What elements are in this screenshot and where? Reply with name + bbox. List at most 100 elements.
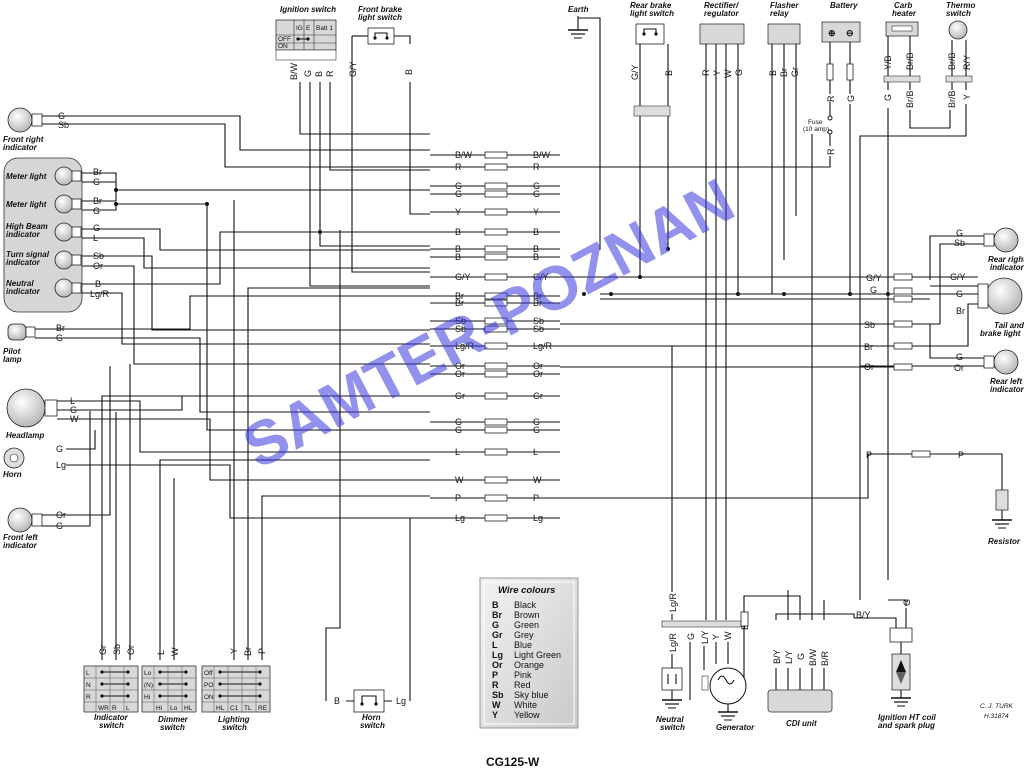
- flasher-label-2: relay: [770, 9, 789, 18]
- wire-label: G: [883, 94, 893, 101]
- connector-icon: [484, 208, 508, 216]
- cdi-unit: B/Y L/Y G B/W B/R CDI unit: [767, 134, 855, 728]
- switch-row-label: PO: [204, 682, 213, 689]
- wire-label: Or: [126, 645, 136, 655]
- horn-label: Horn: [3, 470, 22, 479]
- tail-brake-light: G/Y G Br Tail and brake light: [860, 272, 1024, 347]
- bus-label-left: G/Y: [455, 272, 471, 282]
- bulb-icon: [7, 323, 27, 341]
- bus-label-left: Y: [455, 207, 461, 217]
- bus-label-right: Br: [533, 291, 542, 301]
- carb-heater-label: Carb: [894, 1, 912, 10]
- legend-colour-name: Light Green: [514, 650, 561, 660]
- bulb-icon: [7, 107, 33, 133]
- ign-col-batt: Batt 1: [316, 25, 333, 32]
- bus-label-right: Sb: [533, 324, 544, 334]
- ignition-ht-coil: B/Y G Ignition HT coil and spark plug: [854, 599, 937, 730]
- bus-label-left: G: [455, 425, 462, 435]
- generator-label: Generator: [716, 723, 755, 732]
- wire-label: Y: [962, 94, 972, 100]
- ignition-switch-label: Ignition switch: [280, 5, 336, 14]
- legend-code: P: [492, 670, 498, 680]
- rear-right-indicator: G Sb Rear right indicator: [929, 227, 1024, 324]
- wire-label: L/Y: [700, 630, 710, 644]
- legend-code: W: [492, 700, 501, 710]
- battery-icon: [821, 21, 861, 43]
- tail-brake-label-2: brake light: [980, 329, 1021, 338]
- bus-label-left: Sb: [455, 316, 466, 326]
- bus-label-right: P: [533, 493, 539, 503]
- bus-label-left: Lg/R: [455, 341, 475, 351]
- junction-dots: [114, 188, 890, 296]
- switch-col-label: L: [126, 705, 130, 712]
- legend-colour-name: Yellow: [514, 710, 540, 720]
- legend-colour-name: Brown: [514, 610, 540, 620]
- neutral-switch-label: Neutral: [656, 715, 684, 724]
- bus-label-right: B: [533, 252, 539, 262]
- bus-label-right: G: [533, 417, 540, 427]
- headlamp-bulb-icon: [6, 388, 46, 428]
- wire-label: B/R: [820, 650, 830, 666]
- wire-label: G/Y: [348, 61, 358, 77]
- legend-code: R: [492, 680, 499, 690]
- cdi-unit-label: CDI unit: [786, 719, 817, 728]
- bus-label-right: G/Y: [533, 272, 549, 282]
- wire-label: B/W: [289, 62, 299, 80]
- wire-label: Br: [864, 342, 873, 352]
- bus-label-left: B: [455, 252, 461, 262]
- dimmer-switch-table: [141, 665, 197, 713]
- rear-harness: G/Y G Sb Br Or: [560, 273, 978, 372]
- resistor-icon: [995, 489, 1009, 511]
- front-right-indicator-label: Front right: [3, 135, 44, 144]
- wire-label: G: [93, 206, 100, 216]
- wire-label: G: [956, 228, 963, 238]
- rectifier-label-2: regulator: [704, 9, 740, 18]
- connector-icon: [484, 151, 508, 159]
- switch-row-label: ON: [204, 694, 214, 701]
- wire-label: Lg/R: [90, 289, 110, 299]
- switch-row-label: R: [86, 694, 91, 701]
- generator: G L/Y Y W B/R Generator: [686, 595, 801, 732]
- thermo-switch: Thermo switch Br/B R/Y Br/B Y: [859, 1, 975, 600]
- wire-label: G: [686, 633, 696, 640]
- bus-label-left: W: [455, 475, 464, 485]
- bus-label-left: B/W: [455, 150, 473, 160]
- battery-label: Battery: [830, 1, 858, 10]
- bus-label-left: Br: [455, 298, 464, 308]
- legend-colour-name: Grey: [514, 630, 534, 640]
- wire-label: P: [866, 450, 872, 460]
- neutral-indicator-label: Neutral: [6, 279, 34, 288]
- high-beam-label: High Beam: [6, 222, 48, 231]
- horn-switch: B Lg Horn switch: [325, 230, 430, 730]
- meter-light-label: Meter light: [6, 172, 47, 181]
- wire-label: Br: [56, 323, 65, 333]
- thermo-label: Thermo: [946, 1, 975, 10]
- legend-colour-name: Sky blue: [514, 690, 549, 700]
- legend-code: Sb: [492, 690, 504, 700]
- front-brake-label-2: light switch: [358, 13, 402, 22]
- ign-row-on: ON: [278, 43, 288, 50]
- tail-brake-label: Tail and: [994, 321, 1024, 330]
- bus-label-left: B: [455, 244, 461, 254]
- rear-brake-label-2: light switch: [630, 9, 674, 18]
- wire-label: L: [156, 650, 166, 655]
- flasher-label: Flasher: [770, 1, 799, 10]
- dimmer-switch-label-2: switch: [160, 723, 185, 732]
- ign-col-e: E: [306, 25, 311, 32]
- earth: Earth: [568, 5, 601, 250]
- rear-left-indicator: G Or Rear left indicator: [860, 324, 1024, 394]
